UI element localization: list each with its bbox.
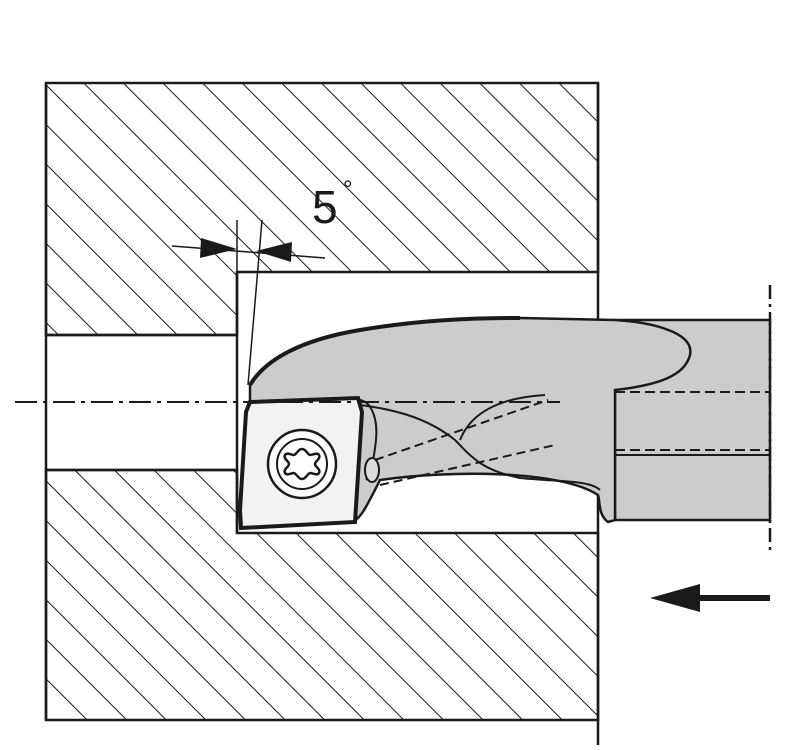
chip-flute-sweep xyxy=(359,404,601,491)
arrow-left-icon xyxy=(650,584,770,612)
angle-arrow-left xyxy=(200,238,237,258)
coolant-channel-lower xyxy=(379,444,556,486)
coolant-channel-upper xyxy=(374,399,549,461)
coolant-outlet xyxy=(364,457,380,483)
angle-reference-inclined xyxy=(247,219,263,386)
angle-dimension: 5 ° xyxy=(171,176,353,386)
torx-screw-icon xyxy=(266,428,338,500)
chip-flute-upper xyxy=(248,316,521,387)
angle-arrow-right xyxy=(256,242,292,262)
angle-value-label: 5 xyxy=(312,181,338,233)
angle-dimension-line xyxy=(171,245,326,259)
workpiece xyxy=(44,81,600,745)
angle-unit-label: ° xyxy=(343,176,353,203)
chip-flute-ridge xyxy=(459,394,546,441)
cutting-insert xyxy=(237,395,365,531)
